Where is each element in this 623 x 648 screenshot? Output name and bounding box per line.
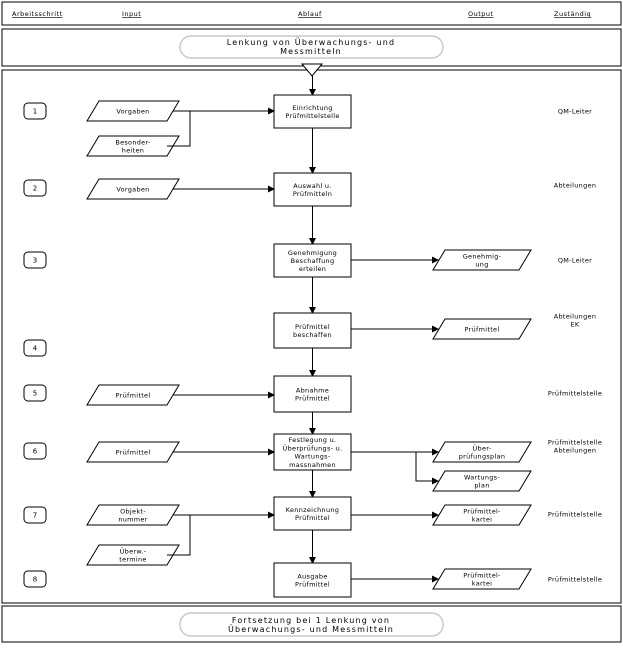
process-box [273,562,352,598]
header-bar [1,1,622,26]
output-label: Wartungs- [464,473,500,481]
process-label: Beschaffung [291,257,335,265]
step-number: 4 [33,345,38,353]
title-line-2: Messmitteln [280,47,342,56]
output-label: prüfungsplan [459,453,506,461]
input-label: Prüfmittel [116,449,151,457]
responsible-label: Prüfmittelstelle [548,511,602,519]
process-box [273,172,352,207]
step-number-badge [23,339,47,357]
output-label: plan [474,482,489,490]
header-output: Output [468,10,494,18]
output-label: ung [475,261,488,269]
input-label: Objekt- [120,507,146,515]
step-number: 2 [33,185,37,193]
step-number-badge [23,442,47,460]
header-input: Input [122,10,141,18]
output-label: Prüfmittel- [463,507,501,515]
step-number: 8 [33,576,37,584]
header-responsible: Zuständig [554,10,591,18]
input-parallelogram [86,100,180,122]
step-number-badge [23,102,47,120]
process-label: Prüfmitteln [293,190,332,198]
step-number-badge [23,384,47,402]
step-number: 7 [33,512,37,520]
responsible-label: QM-Leiter [558,257,592,265]
process-box [273,312,352,349]
process-label: Ausgabe [297,572,327,580]
process-label: Prüfmittel [295,581,330,589]
process-label: Festlegung u. [289,436,337,444]
title-oval [179,35,444,59]
process-box [273,375,352,413]
responsible-label: Abteilungen [554,312,597,320]
input-label: nummer [118,516,147,524]
input-parallelogram [86,504,180,526]
responsible-label: QM-Leiter [558,108,592,116]
connector-triangle-icon [300,63,324,77]
process-label: erteilen [299,265,326,273]
responsible-label: Abteilungen [554,182,597,190]
process-label: Abnahme [296,386,329,394]
input-label: Vorgaben [116,186,149,194]
responsible-label: Abteilungen [554,447,597,455]
output-arrow [415,452,439,485]
process-box [273,243,352,278]
responsible-label: Prüfmittelstelle [548,576,602,584]
process-label: Wartungs- [294,453,330,461]
header-flow: Ablauf [298,10,322,18]
input-parallelogram [86,544,180,566]
input-label: Vorgaben [116,108,149,116]
process-label: beschaffen [293,331,332,339]
input-parallelogram [86,441,180,463]
step-number-badge [23,251,47,269]
process-label: massnahmen [289,461,336,469]
output-label: kartei [472,516,492,524]
input-label: Prüfmittel [116,392,151,400]
process-label: Genehmigung [288,249,337,257]
title-line-1: Lenkung von Überwachungs- und [227,37,396,47]
process-label: Kennzeichnung [286,506,339,514]
output-label: Prüfmittel- [463,571,501,579]
output-label: Genehmig- [463,252,502,260]
header-step: Arbeitsschritt [12,10,63,18]
output-label: Prüfmittel [465,326,500,334]
responsible-label: Prüfmittelstelle [548,438,602,446]
step-number-badge [23,506,47,524]
footer-line-1: Fortsetzung bei 1 Lenkung von [232,616,390,625]
step-number-badge [23,570,47,588]
process-label: Auswahl u. [293,182,331,190]
input-connector [167,515,191,556]
input-parallelogram [86,384,180,406]
output-label: kartei [472,580,492,588]
step-number: 6 [33,448,38,456]
step-number-badge [23,179,47,197]
step-number: 3 [33,257,37,265]
input-connector [167,111,191,147]
process-label: Prüfmittelstelle [285,112,339,120]
process-box [273,433,352,471]
step-number: 5 [33,390,37,398]
input-label: Besonder- [115,138,151,146]
process-label: Einrichtung [292,104,332,112]
input-parallelogram [86,135,180,157]
process-label: Überprüfungs- u. [283,443,343,452]
input-label: Überw.- [120,546,147,555]
responsible-label: EK [571,321,580,329]
process-box [273,94,352,129]
footer-line-2: Überwachungs- und Messmitteln [228,624,394,634]
output-label: Über- [473,443,492,452]
input-parallelogram [86,178,180,200]
process-label: Prüfmittel [295,323,330,331]
process-label: Prüfmittel [295,514,330,522]
responsible-label: Prüfmittelstelle [548,390,602,398]
process-label: Prüfmittel [295,395,330,403]
input-label: heiten [122,147,144,155]
input-label: termine [119,556,146,564]
process-box [273,496,352,531]
footer-oval [179,612,444,637]
step-number: 1 [33,108,37,116]
